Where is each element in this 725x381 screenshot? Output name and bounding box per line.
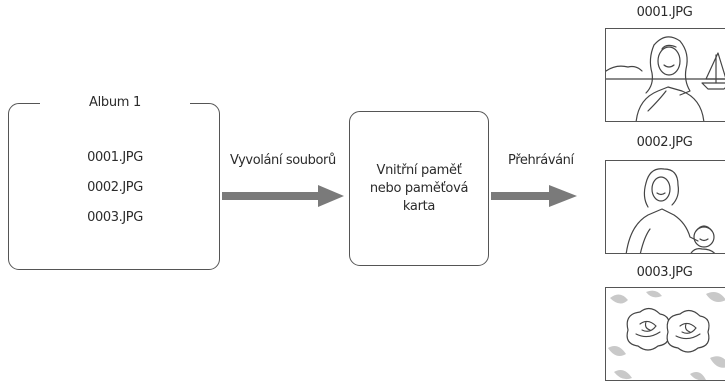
memory-label-line: Vnitřní paměť — [376, 162, 462, 178]
memory-label-line: nebo paměťová — [369, 180, 469, 196]
woman-sailboat-photo-icon — [606, 36, 725, 121]
album-file-item: 0003.JPG — [87, 210, 143, 225]
right-arrow-icon — [222, 185, 344, 207]
thumbnail-image — [605, 287, 725, 381]
thumbnail-image — [605, 160, 725, 254]
album-file-item: 0001.JPG — [87, 150, 143, 165]
playback-arrow-label: Přehrávání — [508, 153, 574, 168]
album-file-item: 0002.JPG — [87, 180, 143, 195]
thumbnail-label: 0002.JPG — [636, 135, 693, 150]
memory-box: Vnitřní paměť nebo paměťová karta — [349, 111, 489, 266]
right-arrow-icon — [491, 185, 577, 207]
woman-child-photo-icon — [625, 168, 716, 253]
memory-label: Vnitřní paměť nebo paměťová karta — [359, 162, 479, 216]
album-title: Album 1 — [40, 94, 190, 114]
memory-label-line: karta — [402, 198, 436, 214]
flowers-photo-icon — [608, 290, 725, 380]
recall-arrow-label: Vyvolání souborů — [230, 153, 336, 168]
thumbnail-image — [605, 28, 725, 122]
thumbnail-label: 0001.JPG — [636, 5, 693, 20]
thumbnail-label: 0003.JPG — [636, 265, 693, 280]
